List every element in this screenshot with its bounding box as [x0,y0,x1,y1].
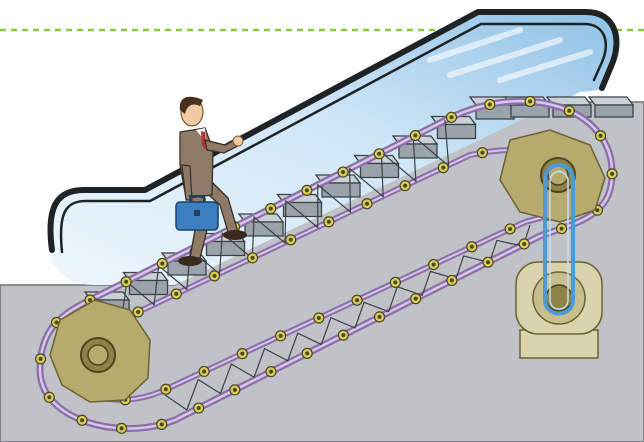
chain-roller [467,242,477,252]
chain-roller [477,148,487,158]
chain-roller [36,354,46,364]
chain-roller [44,392,54,402]
chain-roller [237,349,247,359]
chain-roller [194,403,204,413]
chain-roller [248,253,258,263]
chain-roller [338,167,348,177]
chain-roller [410,131,420,141]
chain-roller [157,258,167,268]
chain-roller [557,224,567,234]
return-gear-axle [88,345,108,365]
chain-roller [352,295,362,305]
chain-roller [505,224,515,234]
chain-roller [276,331,286,341]
chain-roller [230,385,240,395]
chain-roller [390,277,400,287]
chain-roller [374,149,384,159]
chain-roller [596,131,606,141]
chain-roller [209,271,219,281]
chain-roller [375,312,385,322]
passenger-back-shoe [178,256,202,266]
chain-roller [302,348,312,358]
chain-roller [266,367,276,377]
passenger-front-shoe [223,230,247,240]
chain-roller [266,204,276,214]
chain-roller [607,169,617,179]
chain-roller [362,199,372,209]
chain-roller [411,294,421,304]
chain-roller [447,275,457,285]
chain-roller [117,423,127,433]
chain-roller [485,99,495,109]
step [589,97,633,117]
chain-roller [161,384,171,394]
briefcase-clasp [194,210,200,216]
chain-roller [314,313,324,323]
chain-roller [483,257,493,267]
chain-roller [338,330,348,340]
chain-roller [564,106,574,116]
chain-roller [429,260,439,270]
chain-roller [121,277,131,287]
chain-roller [400,181,410,191]
chain-roller [302,185,312,195]
chain-roller [446,112,456,122]
chain-roller [133,307,143,317]
chain-roller [157,419,167,429]
chain-roller [438,163,448,173]
chain-roller [286,235,296,245]
chain-roller [519,239,529,249]
chain-roller [171,289,181,299]
chain-roller [77,415,87,425]
chain-roller [324,217,334,227]
chain-roller [525,96,535,106]
passenger-hand [233,136,243,146]
chain-roller [199,366,209,376]
